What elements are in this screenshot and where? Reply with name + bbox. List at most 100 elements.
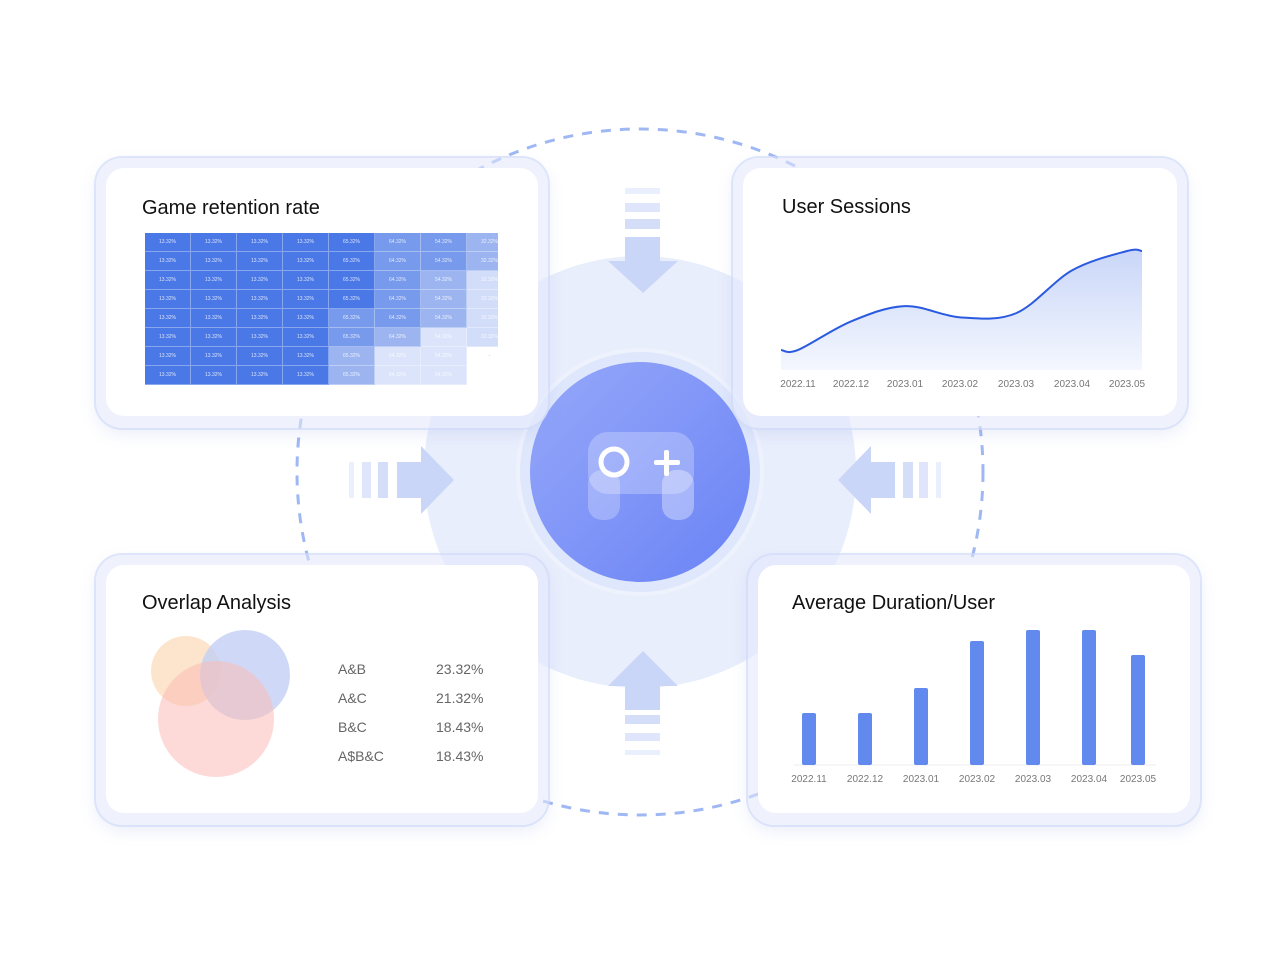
heatmap-cell: 32.32% <box>467 233 498 252</box>
venn-diagram <box>151 630 290 777</box>
dashed-orbit <box>295 127 985 817</box>
sessions-line <box>780 248 1143 354</box>
bar <box>1082 630 1096 765</box>
duration-card <box>748 555 1200 825</box>
sessions-title: User Sessions <box>782 196 911 218</box>
heatmap-cell: 54.32% <box>421 252 467 271</box>
center-hub <box>530 362 750 582</box>
heatmap-cell: 65.32% <box>329 252 375 271</box>
heatmap-cell: 65.32% <box>329 366 375 385</box>
heatmap-cell: - <box>467 347 498 366</box>
heatmap-cell: 13.32% <box>191 271 237 290</box>
heatmap-cell: 54.32% <box>421 366 467 385</box>
x-tick-label: 2023.02 <box>941 379 979 390</box>
arrow-right-icon <box>838 446 941 514</box>
heatmap-cell: 13.32% <box>145 366 191 385</box>
overlap-label: A$B&C <box>338 748 384 764</box>
x-tick-label: 2023.02 <box>958 774 996 785</box>
overlap-value: 18.43% <box>436 719 484 735</box>
overlap-label: A&C <box>338 690 367 706</box>
heatmap-cell: 65.32% <box>329 233 375 252</box>
heatmap-cell: 13.32% <box>283 309 329 328</box>
heatmap-cell: 13.32% <box>145 271 191 290</box>
heatmap-cell: 54.32% <box>421 328 467 347</box>
bar <box>802 713 816 765</box>
heatmap-cell: 13.32% <box>145 290 191 309</box>
heatmap-cell: 13.32% <box>191 328 237 347</box>
heatmap-cell: 65.32% <box>329 309 375 328</box>
heatmap-cell: 13.32% <box>145 309 191 328</box>
heatmap-cell: 64.32% <box>375 290 421 309</box>
retention-title: Game retention rate <box>142 197 320 219</box>
heatmap-cell: 64.32% <box>375 366 421 385</box>
arrow-bottom-icon <box>608 651 678 755</box>
heatmap-cell: 54.32% <box>421 233 467 252</box>
x-tick-label: 2023.01 <box>902 774 940 785</box>
heatmap-cell: 64.32% <box>375 233 421 252</box>
heatmap-cell: 64.32% <box>375 252 421 271</box>
x-tick-label: 2022.11 <box>780 379 816 390</box>
heatmap-cell: 65.32% <box>329 271 375 290</box>
heatmap-cell: 13.32% <box>283 290 329 309</box>
x-tick-label: 2023.01 <box>886 379 924 390</box>
heatmap-cell: 64.32% <box>375 309 421 328</box>
heatmap-cell: 13.32% <box>191 290 237 309</box>
x-tick-label: 2023.05 <box>1119 774 1157 785</box>
heatmap-cell: 13.32% <box>145 347 191 366</box>
arrow-left-icon <box>349 446 454 514</box>
heatmap-cell: 13.32% <box>237 309 283 328</box>
heatmap-cell: 32.32% <box>467 309 498 328</box>
heatmap-cell: 13.32% <box>237 290 283 309</box>
retention-heatmap: 13.32%13.32%13.32%13.32%65.32%64.32%54.3… <box>145 233 498 385</box>
heatmap-cell: 13.32% <box>237 366 283 385</box>
heatmap-cell: 64.32% <box>375 347 421 366</box>
x-tick-label: 2023.04 <box>1070 774 1108 785</box>
x-tick-label: 2023.04 <box>1053 379 1091 390</box>
x-tick-label: 2022.12 <box>832 379 870 390</box>
heatmap-cell: 13.32% <box>191 366 237 385</box>
heatmap-cell: 13.32% <box>283 271 329 290</box>
heatmap-cell: 64.32% <box>375 271 421 290</box>
venn-circle-c <box>158 661 274 777</box>
heatmap-cell: 65.32% <box>329 328 375 347</box>
heatmap-cell: 32.32% <box>467 252 498 271</box>
overlap-label: B&C <box>338 719 367 735</box>
heatmap-cell: 54.32% <box>421 309 467 328</box>
heatmap-cell: 13.32% <box>237 233 283 252</box>
heatmap-cell: 13.32% <box>237 271 283 290</box>
x-tick-label: 2023.03 <box>997 379 1035 390</box>
overlap-value: 21.32% <box>436 690 484 706</box>
heatmap-cell: 54.32% <box>421 347 467 366</box>
heatmap-cell: 54.32% <box>421 271 467 290</box>
heatmap-cell: 32.32% <box>467 271 498 290</box>
sessions-area <box>781 249 1142 370</box>
heatmap-cell: 13.32% <box>191 347 237 366</box>
overlap-label: A&B <box>338 661 367 677</box>
heatmap-cell: 13.32% <box>145 328 191 347</box>
heatmap-cell: 13.32% <box>283 366 329 385</box>
heatmap-cell: 13.32% <box>237 328 283 347</box>
overlap-value: 23.32% <box>436 661 484 677</box>
heatmap-cell: 65.32% <box>329 347 375 366</box>
heatmap-cell: 13.32% <box>283 252 329 271</box>
x-tick-label: 2023.05 <box>1108 379 1146 390</box>
heatmap-cell: 13.32% <box>191 252 237 271</box>
heatmap-cell: 13.32% <box>283 347 329 366</box>
arrow-top-icon <box>608 188 678 293</box>
gamepad-icon <box>588 432 694 520</box>
bar <box>1026 630 1040 765</box>
overlap-title: Overlap Analysis <box>142 592 291 614</box>
bar <box>858 713 872 765</box>
overlap-value: 18.43% <box>436 748 484 764</box>
heatmap-cell: 32.32% <box>467 328 498 347</box>
heatmap-cell: 13.32% <box>237 252 283 271</box>
heatmap-cell: 54.32% <box>421 290 467 309</box>
heatmap-cell: 13.32% <box>145 233 191 252</box>
x-tick-label: 2022.11 <box>791 774 827 785</box>
heatmap-cell: 13.32% <box>191 309 237 328</box>
duration-title: Average Duration/User <box>792 592 996 614</box>
x-tick-label: 2023.03 <box>1014 774 1052 785</box>
heatmap-cell: 13.32% <box>283 328 329 347</box>
